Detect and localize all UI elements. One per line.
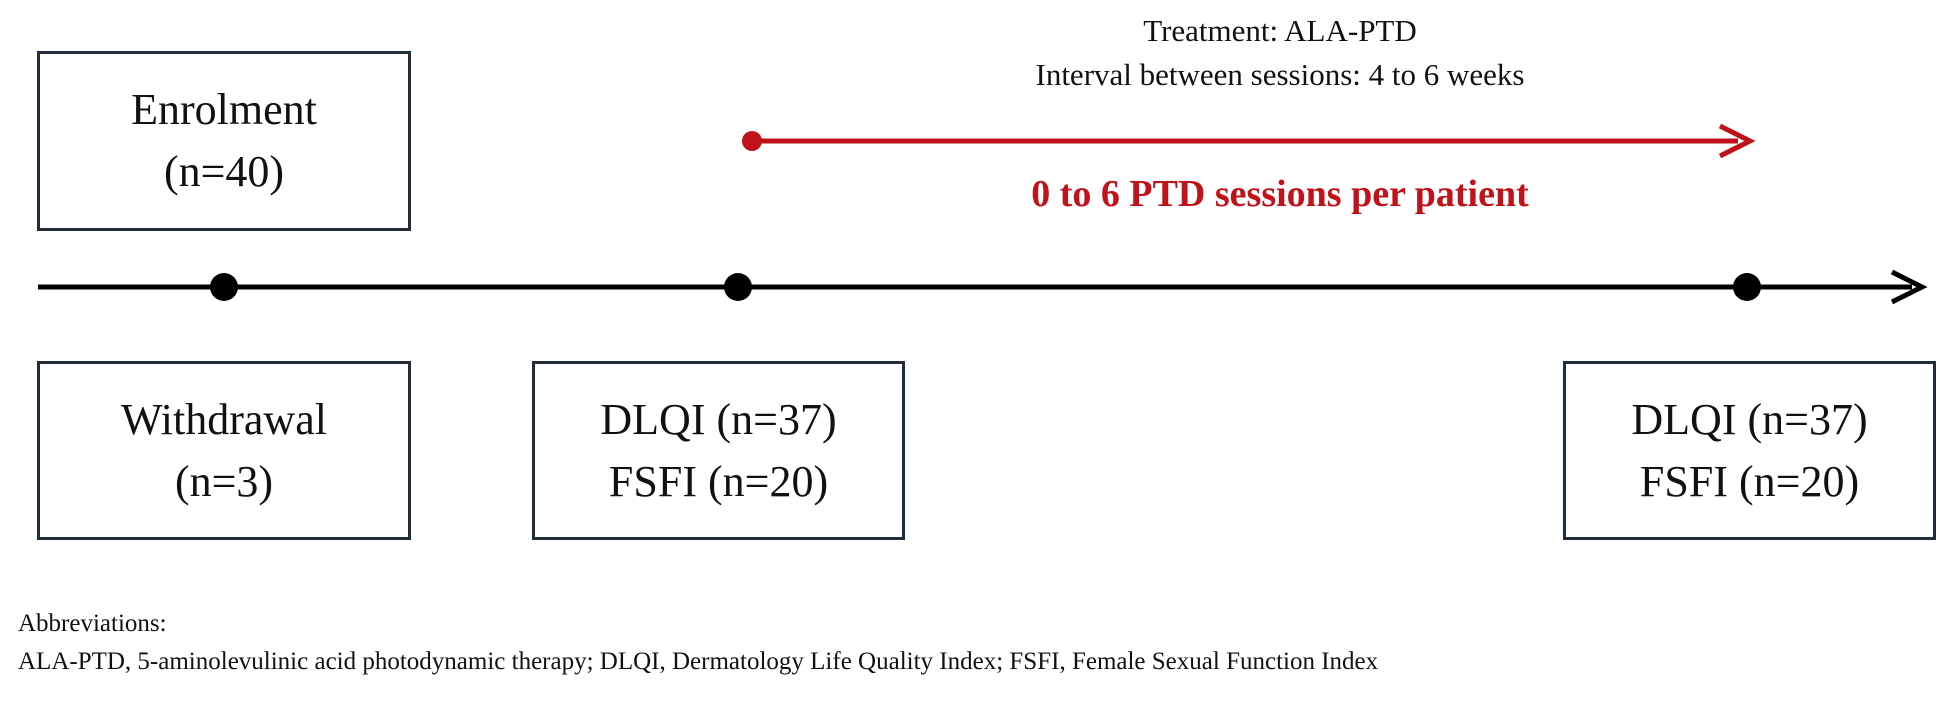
final-fsfi: FSFI (n=20) bbox=[1639, 456, 1860, 506]
withdrawal-label: Withdrawal bbox=[121, 394, 327, 444]
baseline-fsfi: FSFI (n=20) bbox=[608, 456, 829, 506]
enrolment-label: Enrolment bbox=[131, 85, 317, 134]
timeline-dot-baseline bbox=[724, 273, 752, 301]
withdrawal-count: (n=3) bbox=[174, 456, 274, 506]
abbreviations-text: ALA-PTD, 5-aminolevulinic acid photodyna… bbox=[18, 648, 1379, 675]
timeline-arrowhead bbox=[1890, 269, 1928, 305]
treatment-title: Treatment: ALA-PTD bbox=[1143, 13, 1417, 48]
baseline-dlqi: DLQI (n=37) bbox=[600, 394, 837, 444]
enrolment-box: Enrolment (n=40) bbox=[37, 51, 411, 231]
treatment-arrowhead bbox=[1718, 123, 1756, 159]
treatment-interval: Interval between sessions: 4 to 6 weeks bbox=[1035, 57, 1525, 92]
baseline-assessment-box: DLQI (n=37) FSFI (n=20) bbox=[532, 361, 905, 540]
abbreviations-heading: Abbreviations: bbox=[18, 610, 167, 637]
timeline-dot-final bbox=[1733, 273, 1761, 301]
final-dlqi: DLQI (n=37) bbox=[1631, 394, 1868, 444]
sessions-label: 0 to 6 PTD sessions per patient bbox=[1031, 173, 1529, 215]
abbreviations-block: Abbreviations: ALA-PTD, 5-aminolevulinic… bbox=[18, 605, 1378, 681]
final-assessment-box: DLQI (n=37) FSFI (n=20) bbox=[1563, 361, 1936, 540]
enrolment-count: (n=40) bbox=[163, 147, 285, 196]
treatment-arrow-start-dot bbox=[742, 131, 762, 151]
timeline-dot-enrolment bbox=[210, 273, 238, 301]
withdrawal-box: Withdrawal (n=3) bbox=[37, 361, 411, 540]
